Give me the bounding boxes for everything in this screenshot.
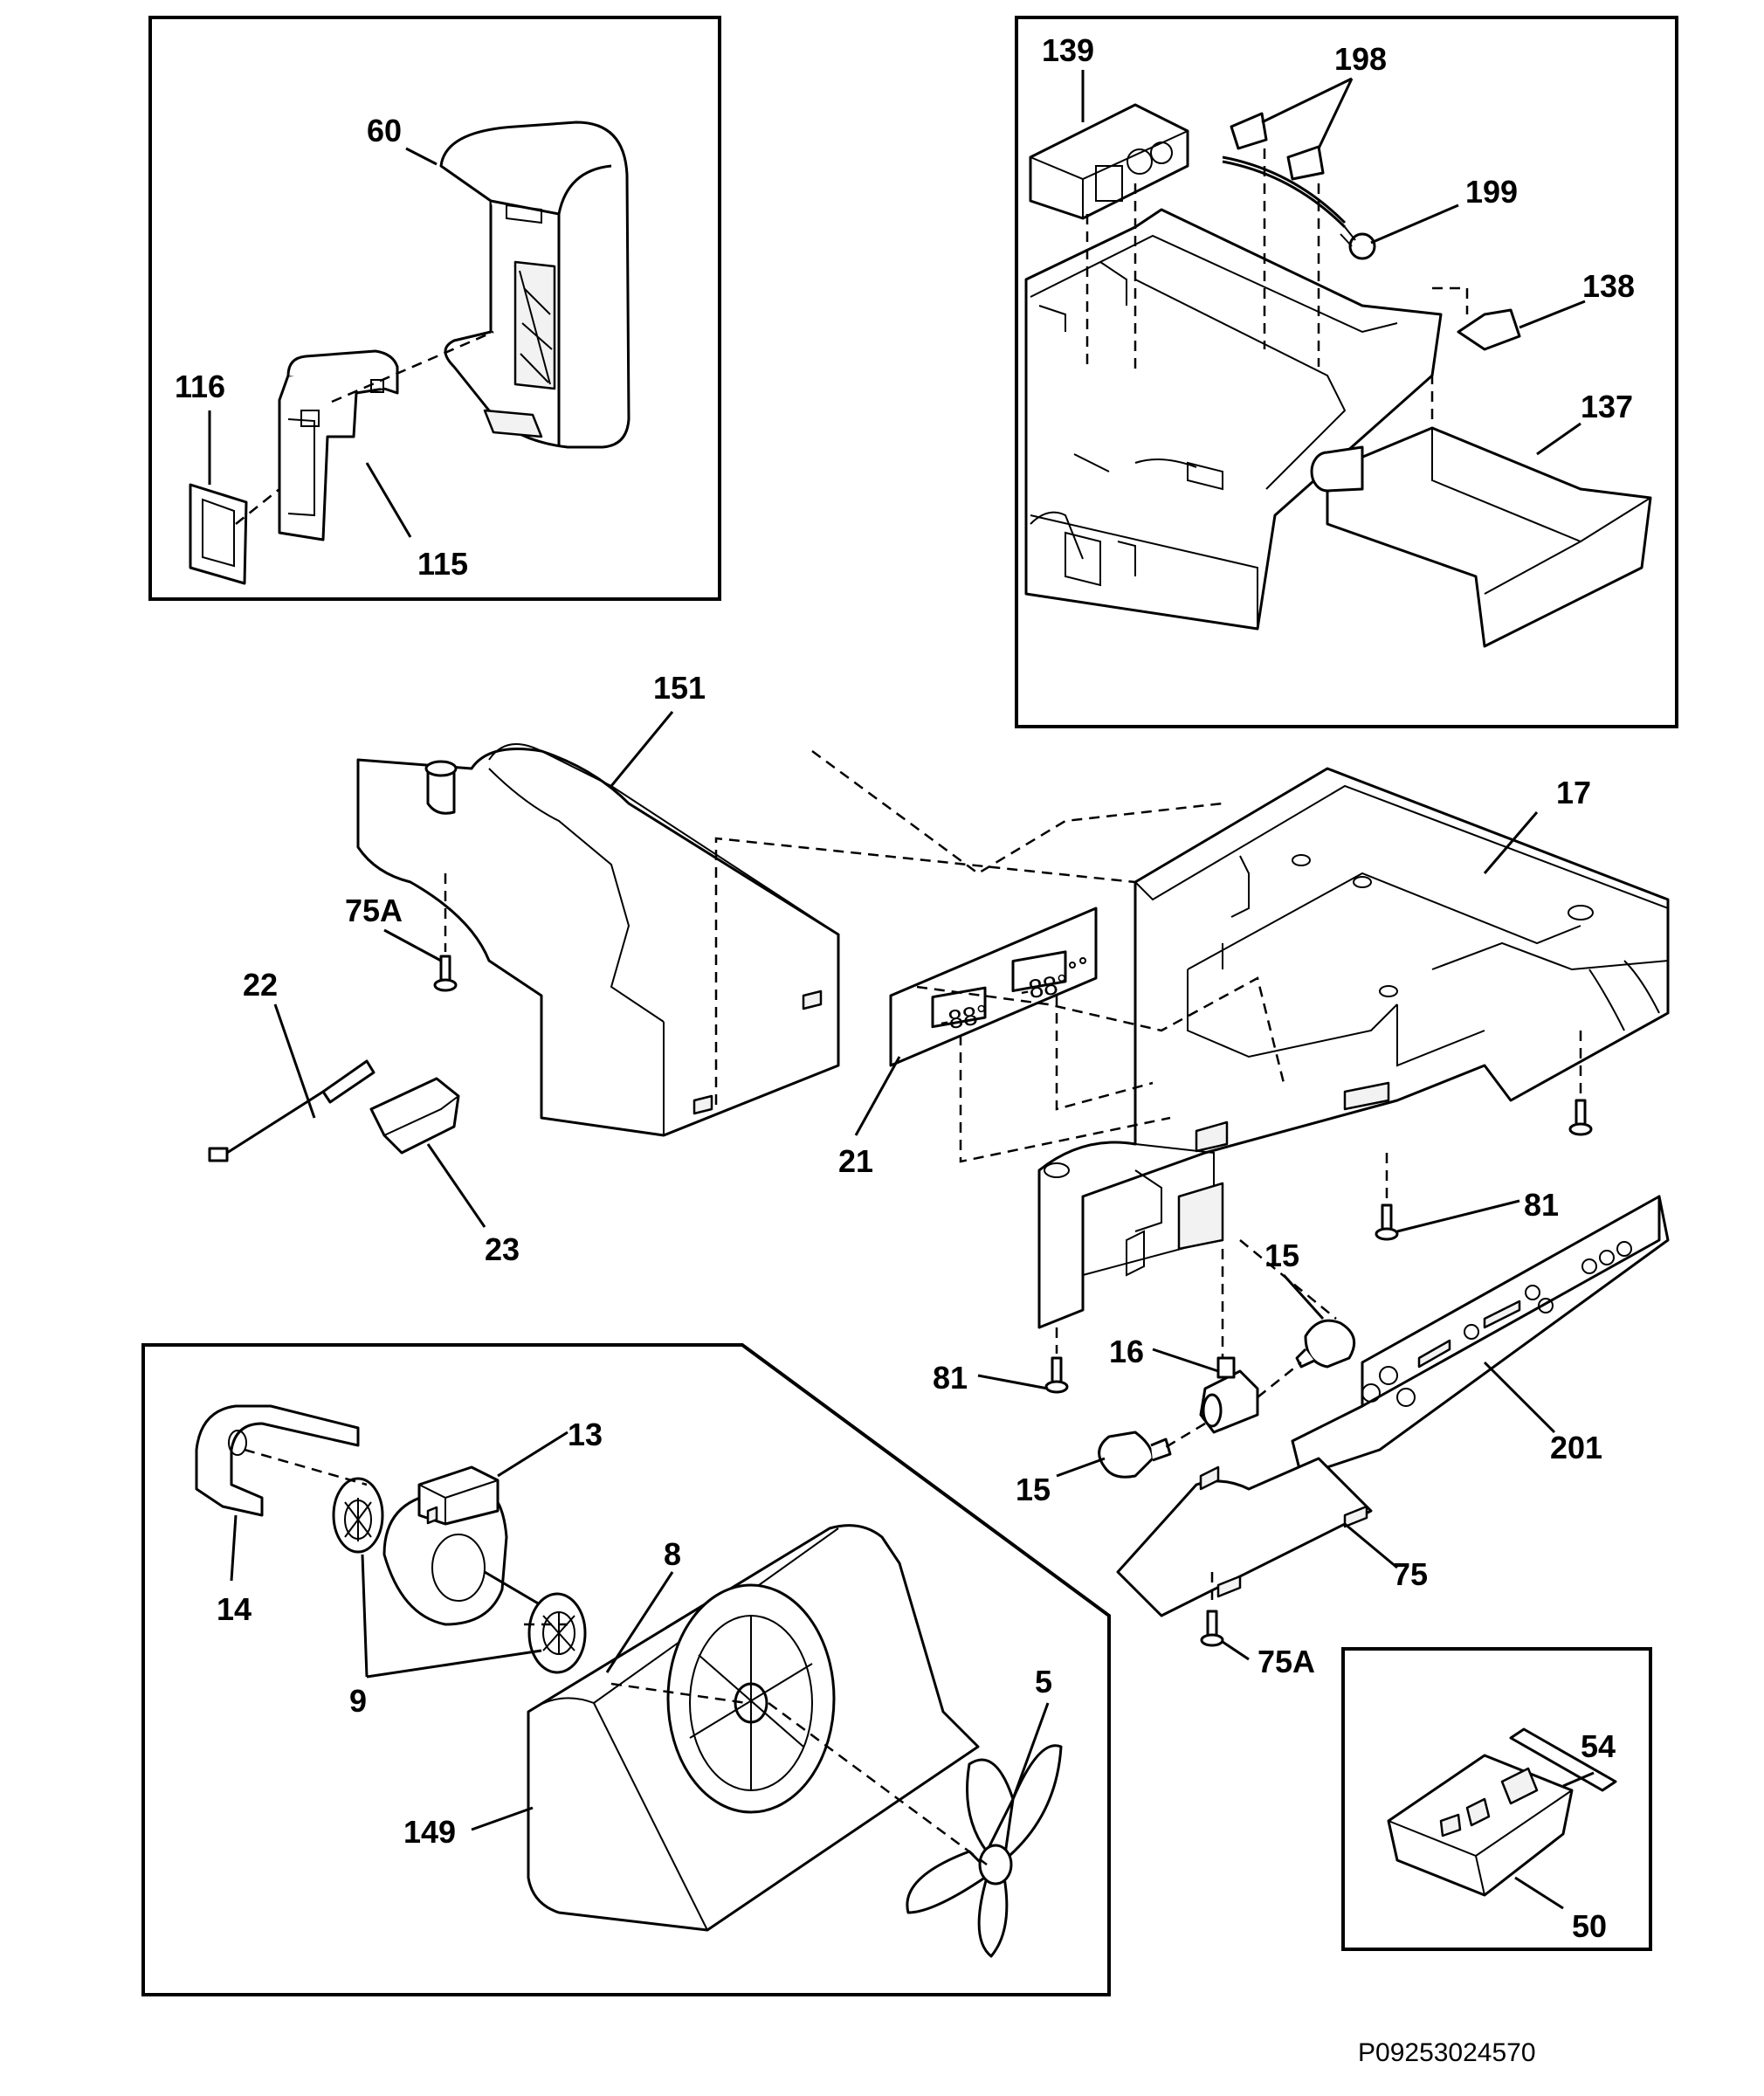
label-81-right: 81	[1524, 1187, 1559, 1223]
screw-75A-bottom	[1200, 1610, 1224, 1647]
label-8: 8	[664, 1536, 681, 1572]
part-115-socket	[278, 349, 399, 541]
label-9: 9	[349, 1683, 367, 1719]
inset-box-control-board	[1341, 1647, 1652, 1951]
part-75-cover	[1116, 1457, 1373, 1617]
label-22: 22	[243, 967, 278, 1003]
part-22-sensor	[208, 1059, 376, 1162]
label-14: 14	[217, 1591, 252, 1627]
label-75A-top: 75A	[345, 893, 403, 928]
label-23: 23	[485, 1231, 520, 1267]
screw-75A-top	[433, 955, 458, 992]
label-201: 201	[1550, 1430, 1602, 1465]
part-labels: 60 116 115 139 198 199 138 137 151 17 75…	[175, 32, 1635, 1944]
label-116: 116	[175, 369, 225, 404]
part-116-gasket	[189, 483, 248, 585]
screw-81-mid	[1375, 1203, 1399, 1241]
label-54: 54	[1581, 1728, 1616, 1764]
label-149: 149	[403, 1814, 456, 1850]
screw-81-right	[1568, 1099, 1593, 1136]
label-137: 137	[1581, 389, 1633, 424]
label-16: 16	[1109, 1334, 1144, 1369]
part-199-cable	[1222, 155, 1376, 260]
label-138: 138	[1582, 268, 1635, 304]
label-60: 60	[367, 113, 402, 148]
part-50-board	[1387, 1754, 1574, 1897]
part-60-housing	[439, 121, 630, 449]
label-115: 115	[417, 546, 468, 582]
screws	[433, 955, 1593, 1647]
part-23-cover	[369, 1077, 460, 1155]
part-198-clips	[1230, 112, 1325, 181]
part-14-bracket	[195, 1404, 360, 1517]
part-137-chute	[1310, 426, 1652, 648]
label-15-bottom: 15	[1016, 1472, 1051, 1507]
label-17: 17	[1556, 775, 1591, 810]
leader-inset2-dashes	[1085, 148, 1469, 419]
part-17-dispenser-housing	[1037, 767, 1670, 1329]
label-139: 139	[1042, 32, 1094, 68]
label-15-top: 15	[1264, 1238, 1299, 1273]
part-13-motor	[382, 1465, 560, 1626]
part-9-wheels	[332, 1477, 587, 1674]
label-13: 13	[568, 1417, 603, 1452]
label-75A-bottom: 75A	[1258, 1644, 1315, 1679]
label-199: 199	[1465, 174, 1518, 210]
part-15-bulb-lower	[1098, 1431, 1172, 1479]
label-81-left: 81	[933, 1360, 968, 1396]
label-50: 50	[1572, 1908, 1607, 1944]
leader-inset1-dashes	[235, 330, 494, 525]
inset-box-dispenser-top	[1015, 16, 1678, 728]
part-201-trim	[1291, 1195, 1670, 1478]
part-149-shroud	[527, 1524, 980, 1932]
leader-dash-fan	[244, 1448, 988, 1866]
diagram-code: P09253024570	[1358, 2038, 1536, 2067]
part-5-fan-blade	[906, 1744, 1063, 1958]
inset-box-fan-assembly	[141, 1343, 1111, 1996]
screw-81-left	[1044, 1356, 1069, 1394]
dispenser-housing-inset	[1024, 208, 1443, 631]
part-151-duct	[356, 743, 840, 1137]
leader-dash-housing	[714, 749, 1285, 1163]
label-21: 21	[838, 1143, 873, 1179]
leader-lines	[208, 70, 1595, 1910]
part-138-bracket	[1457, 308, 1521, 351]
leader-dash-screws	[444, 873, 1582, 1607]
label-151: 151	[653, 670, 706, 706]
part-139-switch	[1029, 103, 1189, 220]
inset-box-light-housing	[148, 16, 721, 601]
part-15-bulb-upper	[1295, 1319, 1356, 1369]
part-16-socket	[1199, 1356, 1259, 1434]
label-75: 75	[1393, 1556, 1428, 1592]
label-5: 5	[1035, 1664, 1052, 1700]
label-198: 198	[1334, 41, 1387, 77]
